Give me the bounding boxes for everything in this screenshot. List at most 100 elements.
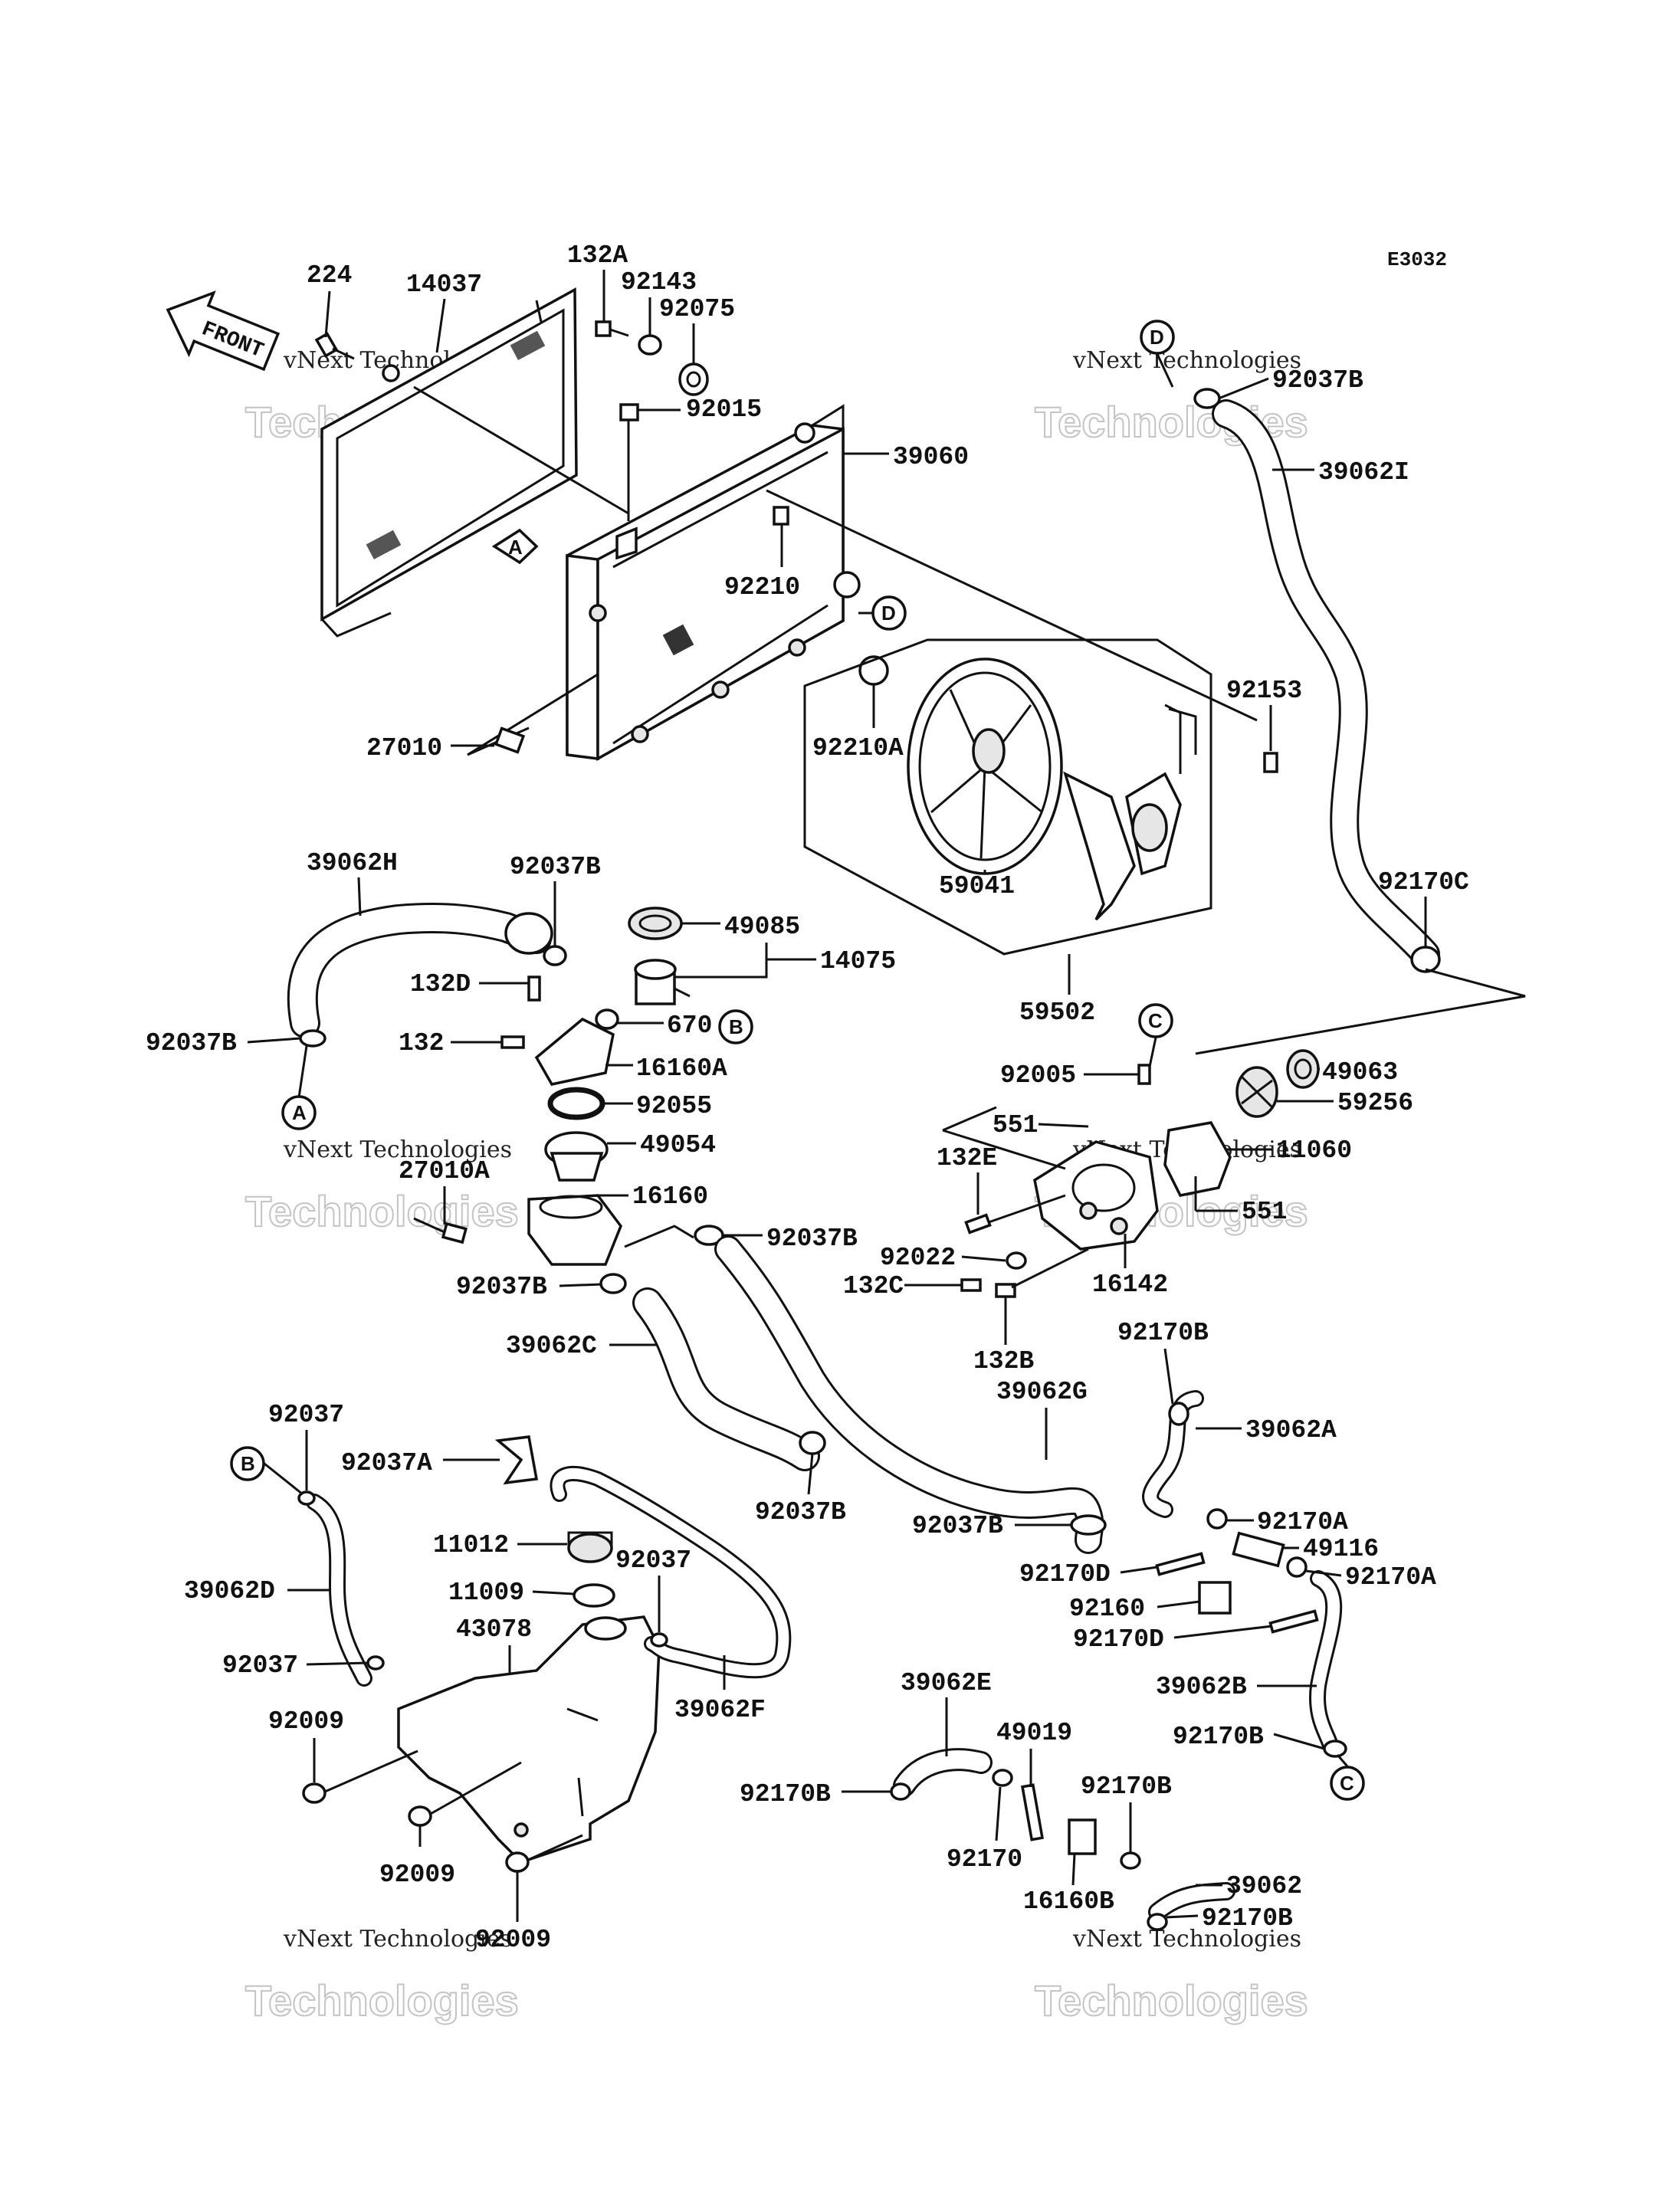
svg-text:43078: 43078 — [456, 1615, 532, 1644]
watermark-bottom-right: vNext Technologies Technologies — [1034, 1926, 1309, 2025]
bolt-132E — [964, 1213, 992, 1235]
bolt-132C — [960, 1278, 982, 1292]
svg-text:551: 551 — [993, 1111, 1038, 1139]
bolt-132D — [527, 976, 541, 1002]
svg-text:92170: 92170 — [947, 1845, 1022, 1874]
label-92210A: 92210A — [812, 684, 904, 762]
svg-text:14075: 14075 — [820, 947, 896, 976]
label-132B: 132B — [973, 1297, 1034, 1376]
label-39062I: 39062I — [1272, 458, 1409, 487]
label-11009: 11009 — [448, 1579, 574, 1607]
label-92170A-a: 92170A — [1226, 1508, 1348, 1536]
label-39062F: 39062F — [674, 1655, 766, 1724]
svg-text:vNext Technologies: vNext Technologies — [1072, 347, 1301, 374]
label-132D: 132D — [410, 970, 529, 998]
svg-text:11060: 11060 — [1276, 1136, 1352, 1165]
svg-text:59041: 59041 — [939, 872, 1015, 900]
svg-text:B: B — [729, 1015, 743, 1038]
svg-text:59256: 59256 — [1337, 1089, 1413, 1117]
reservoir-cap-11012 — [567, 1531, 613, 1563]
svg-text:A: A — [292, 1101, 307, 1124]
svg-text:92170B: 92170B — [1081, 1772, 1172, 1801]
bolt-92009-c — [505, 1834, 583, 1873]
label-39062: 39062 — [1196, 1872, 1302, 1900]
svg-text:39062A: 39062A — [1245, 1416, 1337, 1444]
holder-92160 — [1198, 1581, 1232, 1615]
label-39062B: 39062B — [1156, 1673, 1317, 1701]
radiator-cap-49085 — [628, 907, 683, 940]
svg-text:92037B: 92037B — [1272, 366, 1363, 395]
clamp-92037-a — [297, 1490, 316, 1506]
label-27010A: 27010A — [399, 1157, 490, 1225]
clamp-92037-c — [366, 1655, 385, 1671]
label-92037B-top: 92037B — [1218, 366, 1363, 400]
svg-text:39062: 39062 — [1226, 1872, 1302, 1900]
svg-text:11009: 11009 — [448, 1579, 524, 1607]
hose-39062 — [1148, 1882, 1235, 1921]
label-92009-a: 92009 — [268, 1707, 344, 1782]
svg-text:92009: 92009 — [379, 1861, 455, 1889]
svg-text:132A: 132A — [567, 241, 628, 270]
svg-text:92022: 92022 — [880, 1244, 956, 1272]
label-551-b: 551 — [1194, 1176, 1287, 1226]
clamp-92037B-c — [799, 1431, 826, 1455]
label-92170B-d: 92170B — [1081, 1772, 1172, 1853]
radiator-guard-screen — [320, 287, 578, 638]
label-92055: 92055 — [604, 1092, 712, 1120]
svg-text:92210: 92210 — [724, 573, 800, 602]
label-92170D-b: 92170D — [1073, 1625, 1273, 1654]
label-92037B-a: 92037B — [146, 1029, 301, 1058]
fitting-92005 — [1137, 1064, 1151, 1085]
clamp-92170 — [992, 1769, 1013, 1787]
label-49054: 49054 — [607, 1131, 716, 1159]
svg-text:551: 551 — [1242, 1198, 1287, 1226]
svg-text:39062G: 39062G — [996, 1378, 1088, 1406]
svg-text:92009: 92009 — [268, 1707, 344, 1736]
svg-text:39062F: 39062F — [674, 1696, 766, 1724]
filler-neck-14075 — [634, 959, 691, 1005]
label-43078: 43078 — [456, 1615, 532, 1674]
svg-text:B: B — [241, 1452, 255, 1475]
pump-cover-11060 — [1163, 1121, 1232, 1197]
label-16160A: 16160A — [605, 1054, 727, 1083]
reservoir-cap-11009 — [573, 1583, 615, 1608]
label-92170B-e: 92170B — [1166, 1904, 1293, 1933]
impeller-59256 — [1235, 1066, 1278, 1118]
label-92210: 92210 — [724, 524, 800, 602]
svg-text:92210A: 92210A — [812, 734, 904, 762]
label-11012: 11012 — [433, 1531, 567, 1559]
label-39062A: 39062A — [1196, 1416, 1337, 1444]
label-39062E: 39062E — [901, 1669, 992, 1756]
svg-text:92170C: 92170C — [1378, 868, 1469, 897]
label-92037B-h: 92037B — [510, 853, 601, 946]
clamp-92170B-b — [1323, 1740, 1347, 1758]
thermostat-49054 — [544, 1131, 609, 1182]
label-92170B-b: 92170B — [1173, 1723, 1325, 1751]
svg-text:vNext Technologies: vNext Technologies — [1072, 1926, 1301, 1953]
label-92037B-g: 92037B — [912, 1512, 1071, 1540]
svg-text:92160: 92160 — [1069, 1595, 1145, 1623]
label-224: 224 — [307, 261, 352, 338]
label-39062D: 39062D — [184, 1577, 331, 1605]
band-92170D-a — [1155, 1552, 1206, 1576]
clamp-92037B-h — [543, 945, 567, 966]
band-92170D-b — [1268, 1609, 1319, 1634]
clamp-92170B-c — [890, 1782, 911, 1801]
label-59256: 59256 — [1277, 1089, 1413, 1117]
svg-text:16142: 16142 — [1092, 1271, 1168, 1299]
svg-text:14037: 14037 — [406, 271, 482, 299]
o-ring-670 — [595, 1008, 619, 1030]
clamp-92170B-d — [1120, 1851, 1141, 1870]
watermark-mid-left: vNext Technologies Technologies — [244, 1136, 520, 1236]
svg-text:11012: 11012 — [433, 1531, 509, 1559]
hose-39062G — [714, 1235, 1104, 1554]
clamp-92037-b — [650, 1632, 668, 1648]
ref-circle-A-mid: A — [281, 1095, 317, 1130]
svg-text:224: 224 — [307, 261, 352, 290]
svg-text:D: D — [1150, 326, 1164, 349]
label-59041: 59041 — [939, 870, 1015, 900]
label-49019: 49019 — [996, 1719, 1072, 1787]
label-92170: 92170 — [947, 1786, 1022, 1874]
label-39062C: 39062C — [506, 1332, 658, 1360]
clamp-92037B-a — [299, 1029, 326, 1048]
